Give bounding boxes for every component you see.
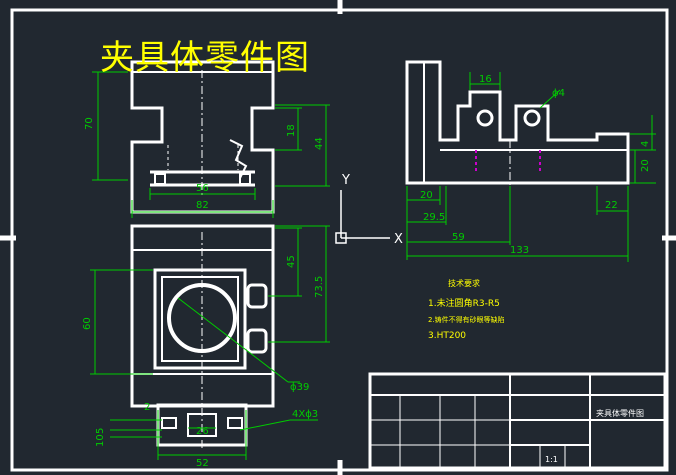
dim-45: 45 xyxy=(286,255,297,268)
dim-82: 82 xyxy=(196,200,209,211)
top-view xyxy=(130,224,275,450)
tech-note-3: 3.HT200 xyxy=(428,331,466,341)
dim-133: 133 xyxy=(510,245,529,256)
tech-note-2: 2.铸件不得有砂眼等缺陷 xyxy=(428,315,505,324)
title-block xyxy=(368,372,667,470)
side-view xyxy=(405,60,630,185)
dim-52: 52 xyxy=(196,458,209,469)
top-view-dims xyxy=(90,225,330,460)
tech-note-1: 1.未注圆角R3-R5 xyxy=(428,297,500,309)
dim-26: 26 xyxy=(196,426,209,437)
dim-dia39: ϕ39 xyxy=(290,382,309,393)
dim-73-5: 73.5 xyxy=(314,276,325,298)
dim-56: 56 xyxy=(196,183,209,194)
side-view-dims xyxy=(406,72,656,262)
sheet-border xyxy=(10,8,669,472)
dim-70: 70 xyxy=(84,117,95,130)
ucs-icon xyxy=(335,190,390,244)
dim-20: 20 xyxy=(420,190,433,201)
title-block-name: 夹具体零件图 xyxy=(596,408,644,418)
dim-holes: 4Xϕ3 xyxy=(292,409,318,420)
dim-4: 4 xyxy=(640,141,651,147)
dim-dia4: ϕ4 xyxy=(552,88,565,99)
dim-59: 59 xyxy=(452,232,465,243)
dim-18: 18 xyxy=(286,124,297,137)
dim-2: 2 xyxy=(144,402,150,413)
tech-notes-heading: 技术要求 xyxy=(448,278,480,288)
title-block-scale: 1:1 xyxy=(545,455,558,464)
dim-60: 60 xyxy=(82,317,93,330)
drawing-title: 夹具体零件图 xyxy=(100,38,310,78)
ucs-x-label: X xyxy=(394,232,403,247)
dim-22: 22 xyxy=(605,200,618,211)
front-view-dims xyxy=(92,71,330,218)
dim-20-vertical: 20 xyxy=(640,159,651,172)
dim-16: 16 xyxy=(479,74,492,85)
ucs-y-label: Y xyxy=(341,173,350,188)
dim-5: 5 xyxy=(95,428,106,434)
dim-29-5: 29.5 xyxy=(423,212,445,223)
dim-44: 44 xyxy=(314,137,325,150)
dim-10: 10 xyxy=(95,434,106,447)
side-hidden-lines xyxy=(475,150,541,172)
